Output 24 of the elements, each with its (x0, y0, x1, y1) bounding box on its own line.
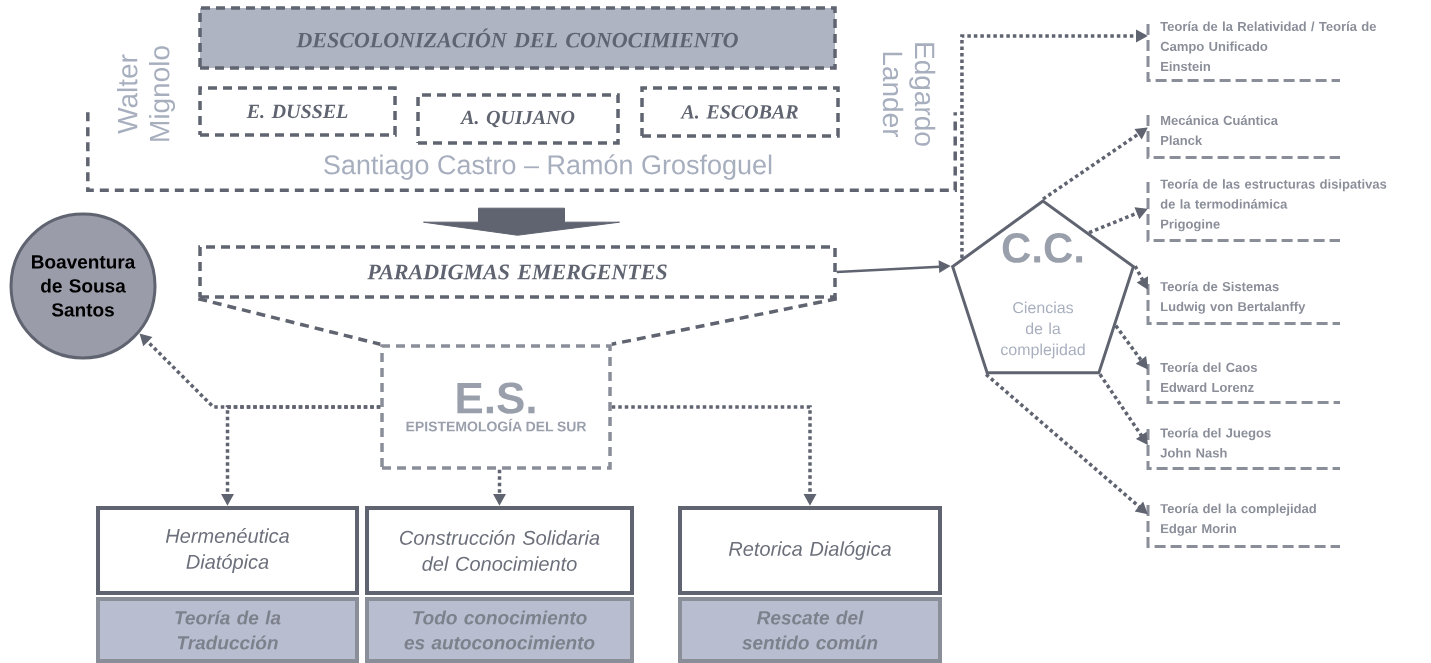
author-label: Walter Mignolo (117, 46, 176, 141)
author-label: Edgardo Lander (882, 43, 936, 146)
theory-item: Teoría del la complejidad Edgar Morin (1146, 503, 1340, 548)
theory-item: Teoría del Caos Edward Lorenz (1146, 362, 1340, 404)
theory-item: Teoría de las estructuras disipativas de la termodinámica Prigogine (1146, 179, 1387, 242)
theory-item: Teoría de la Relatividad / Teoría de Campo Unificado Einstein (1146, 21, 1376, 82)
concept-box: Construcción Solidaria del Conocimiento (365, 506, 634, 595)
theory-item: Teoría del Juegos John Nash (1146, 427, 1340, 470)
concept-box: Teoría de la Traducción (96, 597, 359, 663)
acronym-box: E.S. EPISTEMOLOGÍA DEL SUR (380, 344, 612, 470)
concept-box: DESCOLONIZACIÓN DEL CONOCIMIENTO (198, 6, 837, 70)
concept-box: PARADIGMAS EMERGENTES (198, 245, 837, 299)
funnel-lines (196, 297, 839, 346)
concept-box: Hermenéutica Diatópica (96, 506, 359, 595)
theory-item: Mecánica Cuántica Planck (1146, 115, 1340, 159)
theory-item: Teoría de Sistemas Ludwig von Bertalanffy (1146, 281, 1340, 325)
concept-box: Retorica Dialógica (678, 506, 942, 595)
author-label: Santiago Castro – Ramón Grosfoguel (324, 154, 772, 180)
concept-box: Todo conocimiento es autoconocimiento (365, 597, 634, 663)
concept-box: A. ESCOBAR (640, 86, 840, 138)
concept-box: E. DUSSEL (198, 86, 397, 137)
concept-box: A. QUIJANO (416, 93, 620, 145)
concept-box: Rescate del sentido común (678, 597, 942, 663)
block-arrow (423, 207, 620, 236)
